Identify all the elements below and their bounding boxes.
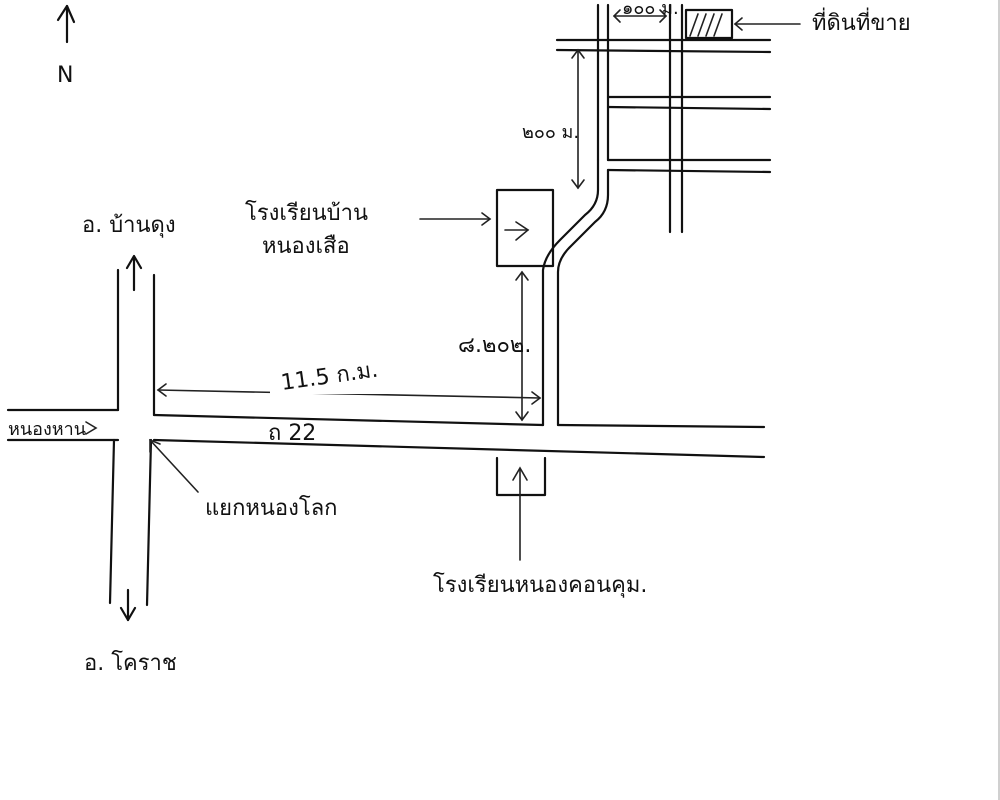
main-road-distance-arrow-left (156, 383, 167, 397)
west-place-label: หนองหาน (8, 419, 86, 440)
school-north: โรงเรียนบ้าน หนองเสือ (245, 188, 555, 268)
main-road-distance-marker: 11.5 ก.ม. (156, 358, 542, 405)
main-road: ถ 22 (6, 408, 766, 459)
west-direction-arrow (85, 421, 98, 435)
crossroad-east-edge-south (145, 438, 153, 607)
main-road-south-edge-east (152, 438, 766, 459)
north-arrow: N (56, 4, 76, 88)
block-distance-marker: ๒๐๐ ม. (522, 48, 585, 190)
north-direction-arrow (125, 254, 143, 270)
crossroad (108, 254, 156, 622)
main-road-distance-arrow-right (531, 391, 542, 405)
property-label: ที่ดินที่ขาย (812, 7, 911, 36)
school-south-label: โรงเรียนหนองคอนคุม. (433, 572, 647, 598)
parcel-hatch-1 (689, 13, 699, 37)
distance-label-backdrop (270, 360, 420, 394)
branch-distance-arrow-bottom (515, 411, 529, 422)
grid-horizontal-street-1b (555, 48, 772, 54)
top-distance-arrow-right (659, 9, 668, 23)
school-north-label-line1: โรงเรียนบ้าน (245, 200, 368, 226)
property-pointer-arrow (733, 17, 743, 31)
school-north-arrow-head (515, 221, 530, 241)
parcel-hatch-2 (697, 13, 707, 37)
branch-distance-label: ๘.๒๐๒. (458, 333, 531, 358)
school-north-building (495, 188, 555, 268)
branch-road (541, 158, 610, 427)
school-south: โรงเรียนหนองคอนคุม. (433, 456, 647, 598)
school-north-label-line2: หนองเสือ (262, 234, 350, 259)
grid-horizontal-street-2b (606, 105, 772, 111)
school-south-entrance (495, 456, 547, 497)
district-north-label: อ. บ้านดุง (82, 213, 176, 238)
property-for-sale: ที่ดินที่ขาย (684, 7, 911, 40)
intersection-pointer-head (149, 438, 161, 453)
district-south-label: อ. โคราช (84, 650, 177, 676)
top-street-grid (555, 3, 772, 234)
north-arrow-head (56, 4, 76, 24)
north-label: N (57, 63, 73, 88)
west-direction: หนองหาน (8, 419, 98, 440)
school-north-pointer-head (481, 212, 492, 226)
branch-road-east-edge (556, 168, 610, 427)
top-distance-label: ๑๐๐ ม. (622, 0, 679, 19)
branch-road-west-edge (541, 158, 600, 427)
parcel-hatch-3 (705, 13, 715, 37)
south-direction-arrow (119, 606, 137, 622)
intersection-callout: แยกหนองโลก (149, 438, 338, 521)
page-edge (998, 0, 1000, 800)
grid-horizontal-street-3b (606, 168, 772, 174)
block-distance-arrow-bottom (571, 179, 585, 190)
top-distance-arrow-left (612, 9, 621, 23)
crossroad-west-edge-south (108, 438, 116, 605)
block-distance-arrow-top (571, 48, 585, 59)
school-south-pointer-head (512, 466, 528, 481)
branch-distance-marker: ๘.๒๐๒. (458, 270, 531, 422)
main-road-north-edge-east (152, 413, 545, 427)
main-road-north-edge-far (556, 423, 766, 429)
intersection-pointer-line (149, 439, 199, 493)
block-distance-label: ๒๐๐ ม. (522, 122, 579, 143)
road-number-label: ถ 22 (268, 421, 316, 446)
parcel-hatch-4 (713, 13, 723, 37)
intersection-label: แยกหนองโลก (205, 495, 338, 521)
branch-distance-arrow-top (515, 270, 529, 281)
property-parcel (684, 8, 734, 40)
top-distance-marker: ๑๐๐ ม. (612, 0, 679, 23)
